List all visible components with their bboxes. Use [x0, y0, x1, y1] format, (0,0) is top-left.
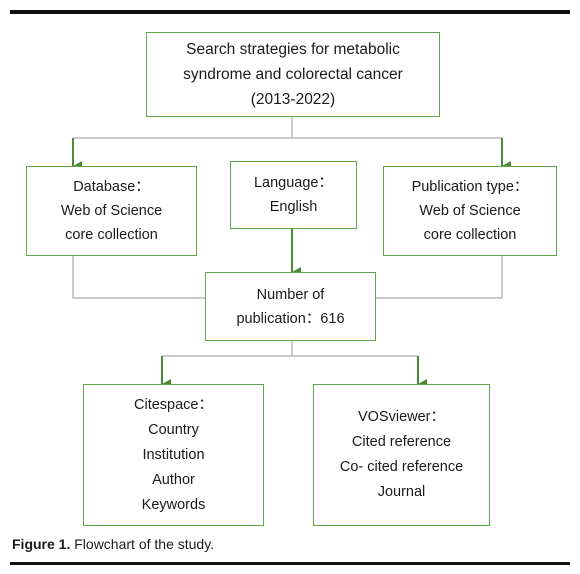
vosviewer-line-1: VOSviewer：	[357, 409, 446, 425]
language-line-1: Language：	[253, 175, 333, 191]
connector-pubtype-to-number	[376, 256, 503, 299]
citespace-line-2: Country	[148, 421, 199, 438]
language-line-2: English	[269, 199, 318, 215]
citespace-line-4: Author	[152, 471, 195, 488]
database-box: Database： Web of Science core collection	[26, 166, 197, 256]
search-line-3: (2013-2022)	[250, 91, 336, 108]
caption-label: Figure 1.	[12, 536, 71, 552]
search-line-1: Search strategies for metabolic	[186, 41, 400, 58]
citespace-box: Citespace： Country Institution Author Ke…	[83, 384, 264, 526]
connector-database-to-number	[72, 256, 205, 299]
search-strategy-box: Search strategies for metabolic syndrome…	[146, 32, 440, 117]
pubtype-line-1: Publication type：	[411, 179, 529, 195]
bottom-rule	[10, 562, 570, 565]
figure-caption: Figure 1. Flowchart of the study.	[12, 536, 214, 552]
vosviewer-box: VOSviewer： Cited reference Co- cited ref…	[313, 384, 490, 526]
caption-text: Flowchart of the study.	[74, 536, 215, 552]
language-box: Language： English	[230, 161, 357, 229]
database-line-1: Database：	[73, 179, 150, 195]
citespace-line-3: Institution	[142, 446, 205, 463]
database-line-2: Web of Science	[60, 203, 163, 219]
pubtype-line-3: core collection	[423, 227, 517, 243]
publication-type-box: Publication type： Web of Science core co…	[383, 166, 557, 256]
citespace-line-5: Keywords	[141, 496, 206, 513]
number-line-2: publication：616	[236, 310, 345, 327]
citespace-line-1: Citespace：	[134, 396, 213, 413]
search-line-2: syndrome and colorectal cancer	[183, 66, 403, 83]
top-rule	[10, 10, 570, 14]
vosviewer-line-3: Co- cited reference	[339, 459, 464, 475]
number-of-publication-box: Number of publication：616	[205, 272, 376, 341]
pubtype-line-2: Web of Science	[419, 203, 521, 219]
vosviewer-line-2: Cited reference	[351, 434, 452, 450]
vosviewer-line-4: Journal	[377, 484, 426, 500]
database-line-3: core collection	[65, 227, 158, 243]
number-line-1: Number of	[256, 286, 325, 303]
